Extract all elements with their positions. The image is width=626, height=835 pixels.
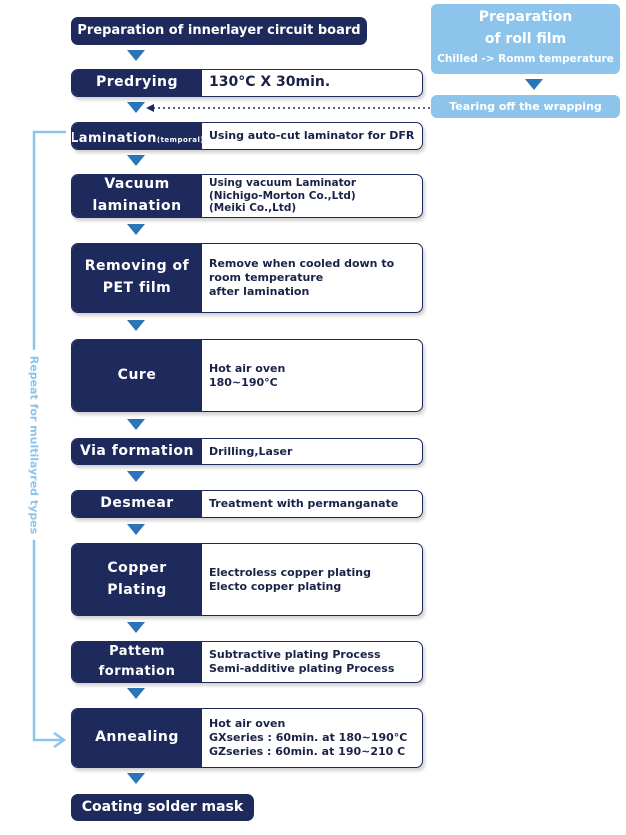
step-label: Lamination(temporal) bbox=[72, 123, 204, 149]
step-copper-plating: Copper Plating Electroless copper platin… bbox=[71, 543, 423, 616]
arrow-down bbox=[127, 155, 145, 166]
arrow-down bbox=[127, 524, 145, 535]
loop-arrow-head bbox=[53, 731, 67, 749]
step-lamination: Lamination(temporal) Using auto-cut lami… bbox=[71, 122, 423, 150]
tearing-wrapping-label: Tearing off the wrapping bbox=[449, 100, 602, 113]
step-description: Drilling,Laser bbox=[209, 444, 293, 458]
step-description: Using auto-cut laminator for DFR bbox=[209, 129, 415, 143]
tearing-wrapping-box: Tearing off the wrapping bbox=[431, 95, 620, 118]
roll-film-arrow bbox=[525, 79, 543, 90]
roll-film-title-line2: of roll film bbox=[484, 31, 567, 47]
step-description: Hot air oven GXseries : 60min. at 180~19… bbox=[209, 717, 408, 758]
innerlayer-preparation-label: Preparation of innerlayer circuit board bbox=[77, 22, 361, 38]
step-description: Subtractive plating Process Semi-additiv… bbox=[209, 648, 395, 675]
step-annealing: Annealing Hot air oven GXseries : 60min.… bbox=[71, 708, 423, 768]
arrow-down bbox=[127, 471, 145, 482]
arrow-down bbox=[127, 102, 145, 113]
step-label: Annealing bbox=[72, 709, 202, 767]
arrow-down bbox=[127, 50, 145, 61]
roll-film-title-line1: Preparation bbox=[478, 9, 573, 25]
step-removing-pet-film: Removing of PET film Remove when cooled … bbox=[71, 243, 423, 313]
arrow-down bbox=[127, 622, 145, 633]
step-description: 130°C X 30min. bbox=[209, 74, 331, 91]
arrow-down bbox=[127, 773, 145, 784]
step-vacuum-lamination: Vacuum lamination Using vacuum Laminator… bbox=[71, 174, 423, 218]
step-description: Electroless copper plating Electo copper… bbox=[209, 565, 372, 593]
arrow-down bbox=[127, 688, 145, 699]
arrow-down bbox=[127, 320, 145, 331]
step-predrying: Predrying 130°C X 30min. bbox=[71, 69, 423, 97]
innerlayer-preparation-box: Preparation of innerlayer circuit board bbox=[71, 17, 367, 45]
coating-solder-mask-label: Coating solder mask bbox=[81, 798, 244, 815]
roll-film-subtitle: Chilled -> Romm temperature bbox=[437, 53, 614, 65]
arrow-down bbox=[127, 224, 145, 235]
step-label: Vacuum lamination bbox=[72, 175, 202, 217]
step-description: Using vacuum Laminator (Nichigo-Morton C… bbox=[209, 177, 357, 215]
dotted-connector-head bbox=[146, 104, 154, 112]
step-label: Pattem formation bbox=[72, 642, 202, 682]
step-description: Remove when cooled down to room temperat… bbox=[209, 257, 395, 298]
coating-solder-mask-box: Coating solder mask bbox=[71, 794, 254, 821]
arrow-down bbox=[127, 419, 145, 430]
step-description: Treatment with permanganate bbox=[209, 497, 399, 511]
step-desmear: Desmear Treatment with permanganate bbox=[71, 490, 423, 518]
step-description: Hot air oven 180~190°C bbox=[209, 361, 286, 389]
step-label: Copper Plating bbox=[72, 544, 202, 615]
step-pattern-formation: Pattem formation Subtractive plating Pro… bbox=[71, 641, 423, 683]
step-label: Via formation bbox=[72, 439, 202, 464]
step-label: Removing of PET film bbox=[72, 244, 202, 312]
step-label: Desmear bbox=[72, 491, 202, 517]
step-via-formation: Via formation Drilling,Laser bbox=[71, 438, 423, 465]
roll-film-preparation-box: Preparation of roll film Chilled -> Romm… bbox=[431, 4, 620, 74]
step-label: Cure bbox=[72, 340, 202, 411]
step-cure: Cure Hot air oven 180~190°C bbox=[71, 339, 423, 412]
step-label: Predrying bbox=[72, 70, 202, 96]
